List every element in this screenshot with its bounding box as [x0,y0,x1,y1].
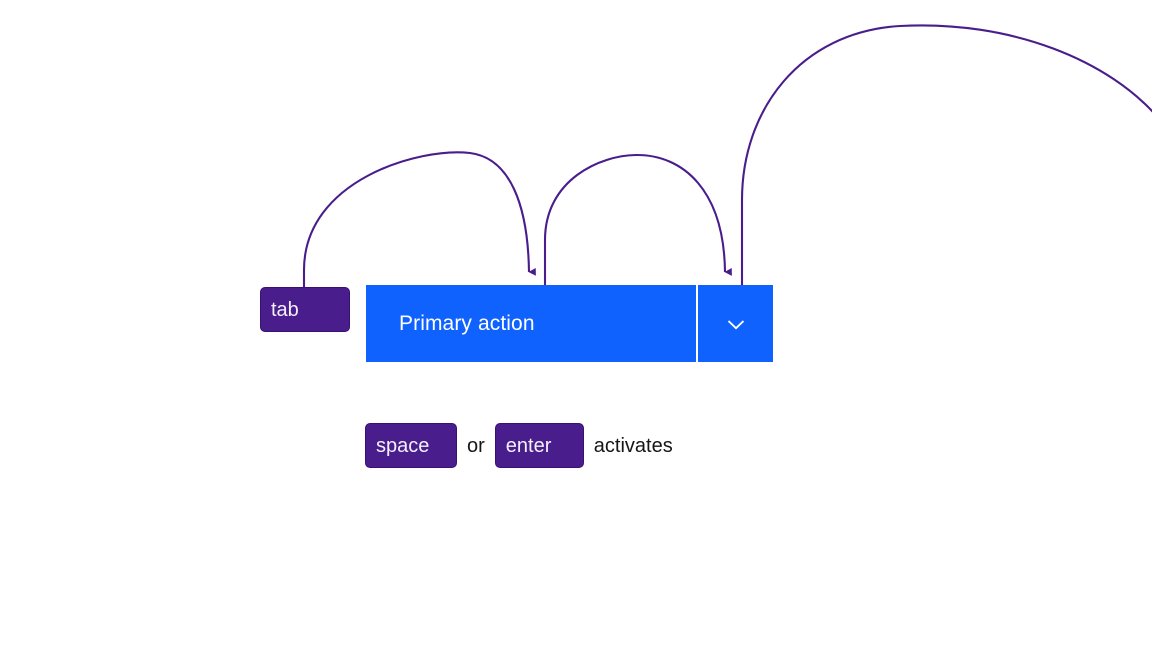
keyboard-hint-row: space or enter activates [365,423,673,468]
hint-or-label: or [467,434,485,457]
arc-primary-to-menu [543,153,732,285]
key-badge-tab-label: tab [271,298,299,321]
split-button-divider [696,285,698,362]
key-badge-enter: enter [494,423,584,468]
primary-action-button[interactable]: Primary action [366,285,696,362]
key-badge-space-label: space [376,434,430,457]
hint-activates-label: activates [593,434,673,457]
primary-action-label: Primary action [399,311,535,335]
key-badge-enter-label: enter [505,434,552,457]
key-badge-tab: tab [260,287,350,332]
split-button[interactable]: Primary action [366,285,773,362]
key-badge-space: space [365,423,457,468]
split-button-menu-toggle[interactable] [698,285,773,362]
chevron-down-icon [722,310,750,338]
arc-menu-outward [740,24,1152,285]
